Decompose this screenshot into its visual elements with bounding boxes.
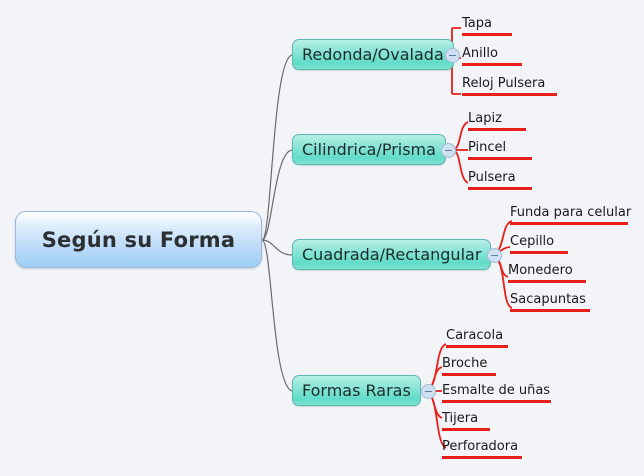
leaf-label: Reloj Pulsera bbox=[462, 76, 546, 91]
root-label: Según su Forma bbox=[41, 227, 236, 252]
leaf-label: Monedero bbox=[508, 263, 573, 278]
leaf-label: Esmalte de uñas bbox=[442, 383, 551, 398]
leaf-underline bbox=[508, 280, 586, 283]
leaf-node[interactable]: Sacapuntas bbox=[510, 292, 590, 312]
leaf-underline bbox=[510, 222, 628, 225]
leaf-node[interactable]: Monedero bbox=[508, 263, 586, 283]
branch-node-cuadrada-rectangular[interactable]: Cuadrada/Rectangular bbox=[292, 239, 492, 270]
collapse-circle-icon-branch-2[interactable] bbox=[441, 143, 456, 158]
collapse-circle-icon-branch-4[interactable] bbox=[421, 384, 436, 399]
leaf-node[interactable]: Reloj Pulsera bbox=[462, 76, 557, 96]
branch-node-cilindrica-prisma[interactable]: Cilindrica/Prisma bbox=[292, 134, 446, 165]
leaf-underline bbox=[442, 373, 496, 376]
leaf-underline bbox=[468, 128, 526, 131]
leaf-label: Perforadora bbox=[442, 439, 519, 454]
collapse-circle-icon-branch-3[interactable] bbox=[487, 248, 502, 263]
leaf-node[interactable]: Broche bbox=[442, 356, 496, 376]
leaf-underline bbox=[442, 428, 490, 431]
leaf-node[interactable]: Cepillo bbox=[510, 234, 568, 254]
leaf-label: Pulsera bbox=[468, 170, 516, 185]
leaf-underline bbox=[462, 33, 512, 36]
branch-connector-4 bbox=[261, 239, 293, 392]
leaf-node[interactable]: Pincel bbox=[468, 140, 532, 160]
leaf-underline bbox=[442, 456, 522, 459]
branch-connector-group bbox=[261, 54, 293, 392]
leaf-label: Lapiz bbox=[468, 111, 502, 126]
leaf-label: Anillo bbox=[462, 46, 498, 61]
leaf-underline bbox=[510, 251, 568, 254]
leaf-label: Tijera bbox=[442, 411, 479, 426]
branch-node-redonda-ovalada[interactable]: Redonda/Ovalada bbox=[292, 39, 454, 70]
branch-label: Cilindrica/Prisma bbox=[302, 140, 436, 159]
leaf-node[interactable]: Funda para celular bbox=[510, 205, 631, 225]
leaf-underline bbox=[462, 93, 557, 96]
leaf-node[interactable]: Anillo bbox=[462, 46, 522, 66]
leaf-underline bbox=[442, 400, 551, 403]
branch-label: Cuadrada/Rectangular bbox=[302, 245, 482, 264]
branch-label: Redonda/Ovalada bbox=[302, 45, 444, 64]
branch-connector-1 bbox=[261, 54, 293, 241]
branch-connector-3 bbox=[261, 239, 293, 256]
leaf-label: Pincel bbox=[468, 140, 507, 155]
leaf-node[interactable]: Tijera bbox=[442, 411, 490, 431]
leaf-underline bbox=[468, 187, 532, 190]
leaf-label: Tapa bbox=[462, 16, 492, 31]
leaf-node[interactable]: Tapa bbox=[462, 16, 512, 36]
leaf-underline bbox=[446, 345, 508, 348]
root-node[interactable]: Según su Forma bbox=[15, 211, 262, 268]
leaf-node[interactable]: Lapiz bbox=[468, 111, 526, 131]
leaf-underline bbox=[510, 309, 590, 312]
leaf-label: Cepillo bbox=[510, 234, 555, 249]
leaf-label: Sacapuntas bbox=[510, 292, 586, 307]
leaf-node[interactable]: Perforadora bbox=[442, 439, 522, 459]
leaf-label: Broche bbox=[442, 356, 488, 371]
branch-label: Formas Raras bbox=[302, 381, 411, 400]
collapse-circle-icon-branch-1[interactable] bbox=[445, 48, 460, 63]
leaf-node[interactable]: Esmalte de uñas bbox=[442, 383, 551, 403]
branch-node-formas-raras[interactable]: Formas Raras bbox=[292, 375, 421, 406]
leaf-underline bbox=[468, 157, 532, 160]
branch-connector-2 bbox=[261, 149, 293, 241]
leaf-label: Funda para celular bbox=[510, 205, 632, 220]
leaf-node[interactable]: Pulsera bbox=[468, 170, 532, 190]
leaf-node[interactable]: Caracola bbox=[446, 328, 508, 348]
leaf-label: Caracola bbox=[446, 328, 504, 343]
leaf-underline bbox=[462, 63, 522, 66]
